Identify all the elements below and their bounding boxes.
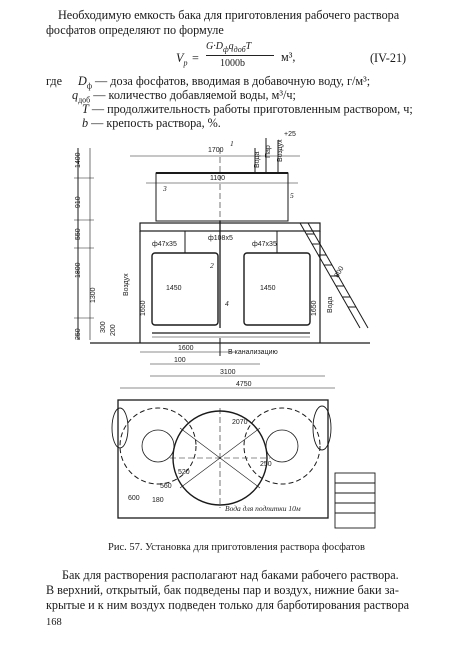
- page-number: 168: [46, 617, 62, 628]
- dim-label: 200: [110, 324, 117, 336]
- formula: Vр = G·DфqдобT 1000b м³,: [176, 41, 296, 69]
- dim-label: 1300: [90, 287, 97, 303]
- dim-label: 560: [160, 483, 172, 490]
- dim-label: 300: [100, 321, 107, 333]
- installation-drawing: 1400 910 550 1800 1300 300 200 250 1700 …: [74, 131, 376, 529]
- dim-label: 100: [174, 357, 186, 364]
- dim-label: 1650: [140, 300, 147, 316]
- dim-label: 3100: [220, 369, 236, 376]
- pipe-label: Пар: [265, 145, 272, 158]
- definition-3: T — продолжительность работы приготовлен…: [82, 102, 413, 116]
- dim-label: 180: [152, 497, 164, 504]
- tank-size: 1450: [166, 285, 182, 292]
- dim-label: 550: [75, 228, 82, 240]
- plan-tank-left: [119, 407, 197, 485]
- formula-number: (IV-21): [370, 51, 407, 65]
- fraction-bar: [206, 55, 274, 56]
- pipe-label: Воздух: [277, 139, 284, 162]
- dim-label: 1700: [208, 147, 224, 154]
- platform: [139, 222, 321, 232]
- dim-label: 1800: [75, 262, 82, 278]
- dim-label: 4750: [236, 381, 252, 388]
- intro-line-1: Необходимую емкость бака для приготовлен…: [58, 8, 400, 22]
- body-line-2: В верхний, открытый, бак подведены пар и…: [46, 583, 399, 597]
- plus-mark: +25: [284, 131, 296, 138]
- drain-label: В канализацию: [228, 349, 278, 356]
- dim-label: 1100: [210, 175, 225, 182]
- dim-label: 520: [178, 469, 190, 476]
- tank-size: 1450: [260, 285, 276, 292]
- definition-2: qдоб — количество добавляемой воды, м³/ч…: [72, 88, 296, 105]
- callout: 3: [162, 184, 167, 193]
- pipe-label: Вода: [254, 152, 261, 168]
- left-working-tank: [151, 252, 219, 326]
- pipe-label: Вода: [327, 297, 334, 313]
- callout: 4: [225, 299, 229, 308]
- dim-label: 2070: [232, 419, 248, 426]
- pipe-size: ф47х35: [152, 241, 177, 248]
- ladder: [299, 222, 369, 329]
- plan-tank-right: [243, 407, 321, 485]
- dim-label: 600: [128, 495, 140, 502]
- callout: 1: [230, 139, 234, 148]
- definition-1: Dф — доза фосфатов, вводимая в добавочну…: [78, 74, 371, 91]
- definition-4: b — крепость раствора, %.: [82, 116, 221, 130]
- pipe-size: ф47х35: [252, 241, 277, 248]
- dim-label: 250: [260, 461, 272, 468]
- dim-label: 1400: [75, 152, 82, 168]
- dim-label: 1650: [311, 300, 318, 316]
- plan-ladder: [334, 472, 376, 529]
- right-working-tank: [243, 252, 311, 326]
- intro-line-2: фосфатов определяют по формуле: [46, 23, 224, 37]
- callout: 2: [210, 261, 214, 270]
- pipe-size: ф108х5: [208, 235, 233, 242]
- plan-view: [111, 399, 332, 519]
- dim-label: 1600: [178, 345, 194, 352]
- body-line-1: Бак для растворения располагают над бака…: [62, 568, 399, 582]
- dim-label: 910: [75, 196, 82, 208]
- where-word: где: [46, 74, 63, 88]
- plan-note: Вода для подпитки 10м: [225, 504, 301, 513]
- pipe-label: Воздух: [123, 273, 130, 296]
- body-line-3: крытые и к ним воздух подведен только дл…: [46, 598, 410, 612]
- callout: 5: [290, 191, 294, 200]
- figure-caption: Рис. 57. Установка для приготовления рас…: [108, 542, 365, 553]
- dim-label: 800: [334, 265, 346, 279]
- dim-label: 250: [75, 328, 82, 340]
